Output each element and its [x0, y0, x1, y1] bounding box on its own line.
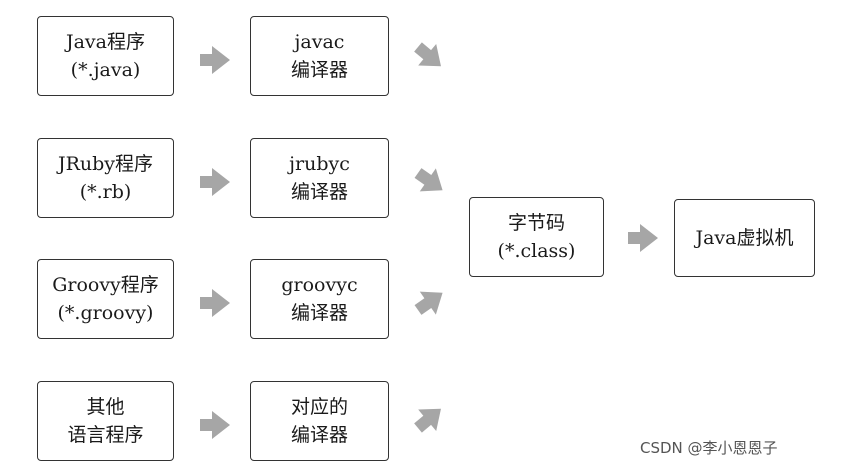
- arrow-diagonal-up-icon: [409, 397, 450, 439]
- compiler-groovyc-line1: groovyc: [281, 274, 358, 296]
- source-other-line2: 语言程序: [67, 424, 144, 446]
- source-box-other: 其他 语言程序: [37, 381, 174, 461]
- compiler-box-javac: javac 编译器: [250, 16, 389, 96]
- arrow-right-icon: [200, 411, 230, 439]
- jvm-box: Java虚拟机: [674, 199, 815, 277]
- compiler-other-line1: 对应的: [290, 396, 348, 418]
- arrow-right-icon: [200, 168, 230, 196]
- jvm-label: Java虚拟机: [695, 227, 794, 249]
- source-box-jruby: JRuby程序 (*.rb): [37, 138, 174, 218]
- arrow-diagonal-down-icon: [409, 36, 450, 78]
- compiler-jrubyc-line1: jrubyc: [289, 153, 350, 175]
- source-groovy-line1: Groovy程序: [52, 274, 159, 296]
- watermark: CSDN @李小恩恩子: [640, 439, 778, 457]
- compiler-other-line2: 编译器: [290, 424, 348, 446]
- compiler-box-other: 对应的 编译器: [250, 381, 389, 461]
- source-box-java: Java程序 (*.java): [37, 16, 174, 96]
- source-jruby-line2: (*.rb): [79, 181, 132, 203]
- source-box-groovy: Groovy程序 (*.groovy): [37, 259, 174, 339]
- bytecode-line2: (*.class): [497, 240, 576, 262]
- compiler-jrubyc-line2: 编译器: [290, 181, 348, 203]
- compiler-groovyc-line2: 编译器: [290, 302, 348, 324]
- arrow-diagonal-down-icon: [409, 161, 451, 202]
- bytecode-line1: 字节码: [507, 212, 565, 234]
- arrow-diagonal-up-icon: [409, 281, 451, 322]
- source-java-line1: Java程序: [65, 31, 145, 53]
- arrow-right-icon: [200, 289, 230, 317]
- source-other-line1: 其他: [86, 396, 125, 418]
- compiler-javac-line2: 编译器: [290, 59, 348, 81]
- bytecode-box: 字节码 (*.class): [469, 197, 604, 277]
- arrow-right-icon: [628, 224, 658, 252]
- source-java-line2: (*.java): [70, 59, 141, 81]
- compiler-javac-line1: javac: [294, 31, 345, 53]
- source-groovy-line2: (*.groovy): [57, 302, 154, 324]
- source-jruby-line1: JRuby程序: [57, 153, 154, 175]
- compiler-box-jrubyc: jrubyc 编译器: [250, 138, 389, 218]
- arrow-right-icon: [200, 46, 230, 74]
- compiler-box-groovyc: groovyc 编译器: [250, 259, 389, 339]
